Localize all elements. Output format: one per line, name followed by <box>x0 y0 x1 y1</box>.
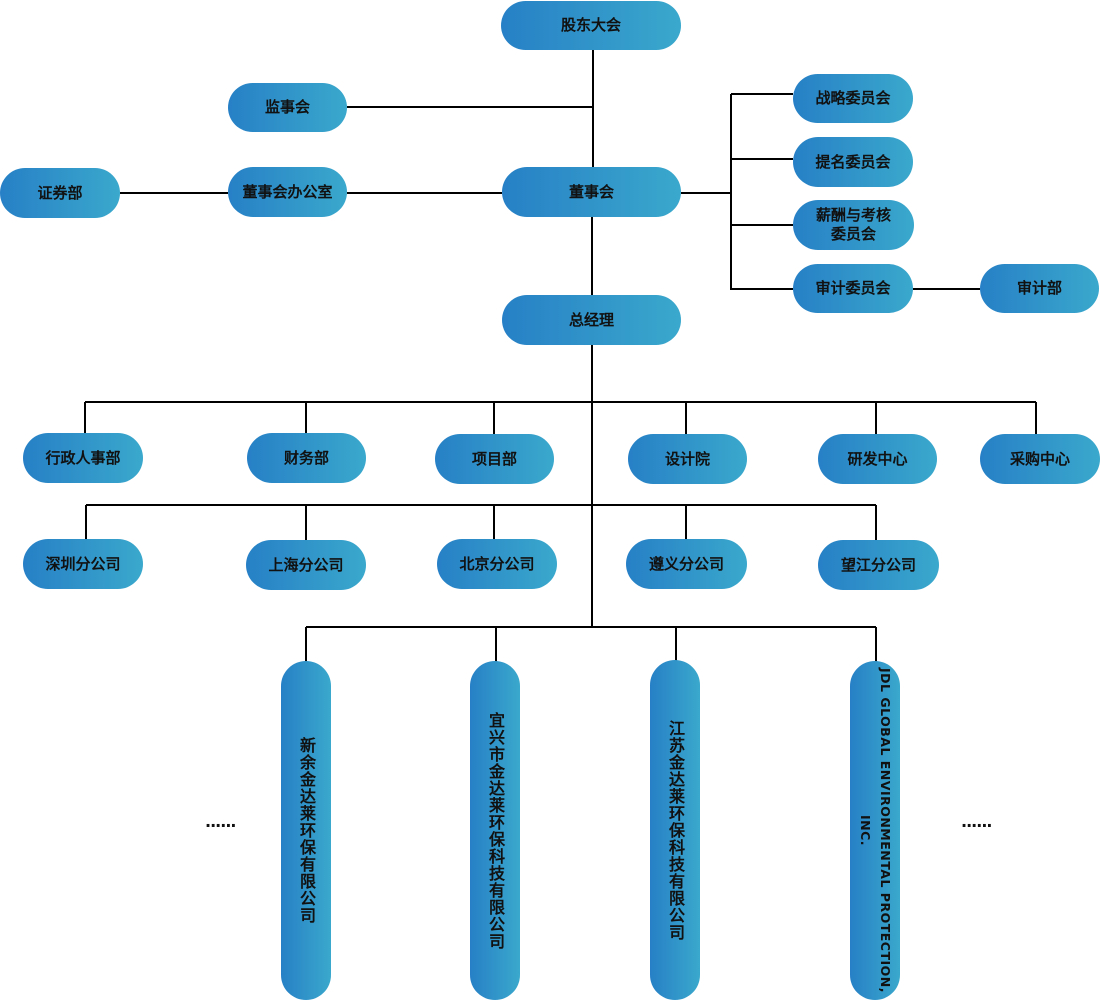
node-label: 审计委员会 <box>815 279 891 297</box>
node-department[interactable]: 项目部 <box>435 434 554 484</box>
node-label: 望江分公司 <box>840 555 916 574</box>
node-label: 股东大会 <box>560 16 621 34</box>
node-department[interactable]: 财务部 <box>247 433 366 483</box>
node-label: 北京分公司 <box>459 554 535 573</box>
node-label: 研发中心 <box>847 449 908 468</box>
node-label: 设计院 <box>664 449 710 468</box>
node-label: 项目部 <box>471 449 517 468</box>
node-label: 董事会 <box>568 182 614 201</box>
ellipsis-right: ...... <box>961 812 992 831</box>
node-label: 董事会办公室 <box>242 182 333 201</box>
node-label: 战略委员会 <box>815 89 891 107</box>
node-label: 提名委员会 <box>815 152 891 171</box>
node-subsidiary[interactable]: 新余金达莱环保有限公司 <box>281 661 331 1000</box>
node-board-office[interactable]: 董事会办公室 <box>228 167 347 217</box>
node-label: 深圳分公司 <box>45 554 121 573</box>
node-strategy-committee[interactable]: 战略委员会 <box>793 74 913 123</box>
node-label: 江苏金达莱环保科技有限公司 <box>666 719 685 941</box>
node-label: 上海分公司 <box>268 555 344 574</box>
node-label: 监事会 <box>264 98 310 116</box>
node-subsidiary[interactable]: 宜兴市金达莱环保科技有限公司 <box>470 661 520 1000</box>
node-nomination-committee[interactable]: 提名委员会 <box>793 137 913 187</box>
node-audit-dept[interactable]: 审计部 <box>980 264 1099 313</box>
node-label: 新余金达莱环保有限公司 <box>297 737 316 924</box>
node-branch[interactable]: 深圳分公司 <box>23 539 143 589</box>
node-label: 采购中心 <box>1009 449 1070 468</box>
node-department[interactable]: 设计院 <box>628 434 747 484</box>
node-label: 薪酬与考核委员会 <box>815 206 891 243</box>
node-branch[interactable]: 北京分公司 <box>437 539 557 589</box>
node-branch[interactable]: 遵义分公司 <box>626 539 747 589</box>
node-label: 宜兴市金达莱环保科技有限公司 <box>486 711 505 950</box>
node-branch[interactable]: 望江分公司 <box>818 540 939 590</box>
node-subsidiary[interactable]: 江苏金达莱环保科技有限公司 <box>650 660 700 1000</box>
node-department[interactable]: 研发中心 <box>818 434 937 484</box>
node-branch[interactable]: 上海分公司 <box>246 540 366 590</box>
node-securities[interactable]: 证券部 <box>0 168 120 218</box>
node-compensation-committee[interactable]: 薪酬与考核委员会 <box>793 200 914 250</box>
ellipsis-left: ...... <box>205 812 236 831</box>
node-shareholders[interactable]: 股东大会 <box>501 1 681 50</box>
node-label: 遵义分公司 <box>648 554 724 573</box>
node-label: 证券部 <box>37 183 83 202</box>
node-supervisory[interactable]: 监事会 <box>228 83 347 132</box>
node-department[interactable]: 行政人事部 <box>23 433 143 483</box>
node-label: 行政人事部 <box>45 448 121 467</box>
node-board[interactable]: 董事会 <box>502 167 681 217</box>
node-department[interactable]: 采购中心 <box>980 434 1100 484</box>
node-audit-committee[interactable]: 审计委员会 <box>793 264 913 313</box>
node-label: 财务部 <box>283 448 329 467</box>
node-label: JDL GLOBAL ENVIRONMENTAL PROTECTION, INC… <box>858 668 893 993</box>
node-general-manager[interactable]: 总经理 <box>502 295 681 345</box>
node-label: 审计部 <box>1016 279 1062 297</box>
node-label: 总经理 <box>568 310 614 329</box>
node-subsidiary[interactable]: JDL GLOBAL ENVIRONMENTAL PROTECTION, INC… <box>850 661 900 1000</box>
